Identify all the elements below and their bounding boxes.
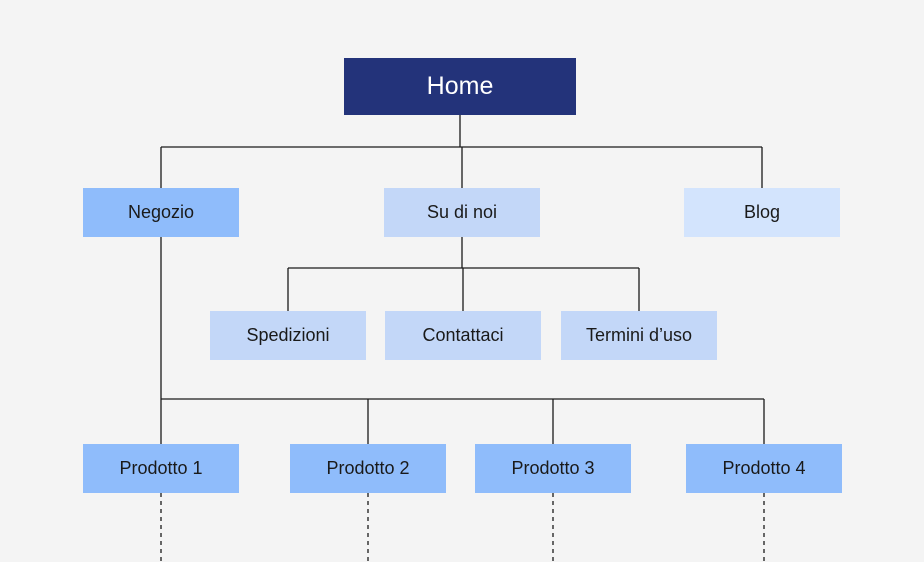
node-blog: Blog	[684, 188, 840, 237]
node-home: Home	[344, 58, 576, 115]
node-su-di-noi: Su di noi	[384, 188, 540, 237]
node-prodotto-3: Prodotto 3	[475, 444, 631, 493]
node-prodotto-1: Prodotto 1	[83, 444, 239, 493]
node-spedizioni: Spedizioni	[210, 311, 366, 360]
node-prodotto-2: Prodotto 2	[290, 444, 446, 493]
node-termini-duso: Termini d’uso	[561, 311, 717, 360]
node-negozio: Negozio	[83, 188, 239, 237]
node-prodotto-4: Prodotto 4	[686, 444, 842, 493]
node-contattaci: Contattaci	[385, 311, 541, 360]
